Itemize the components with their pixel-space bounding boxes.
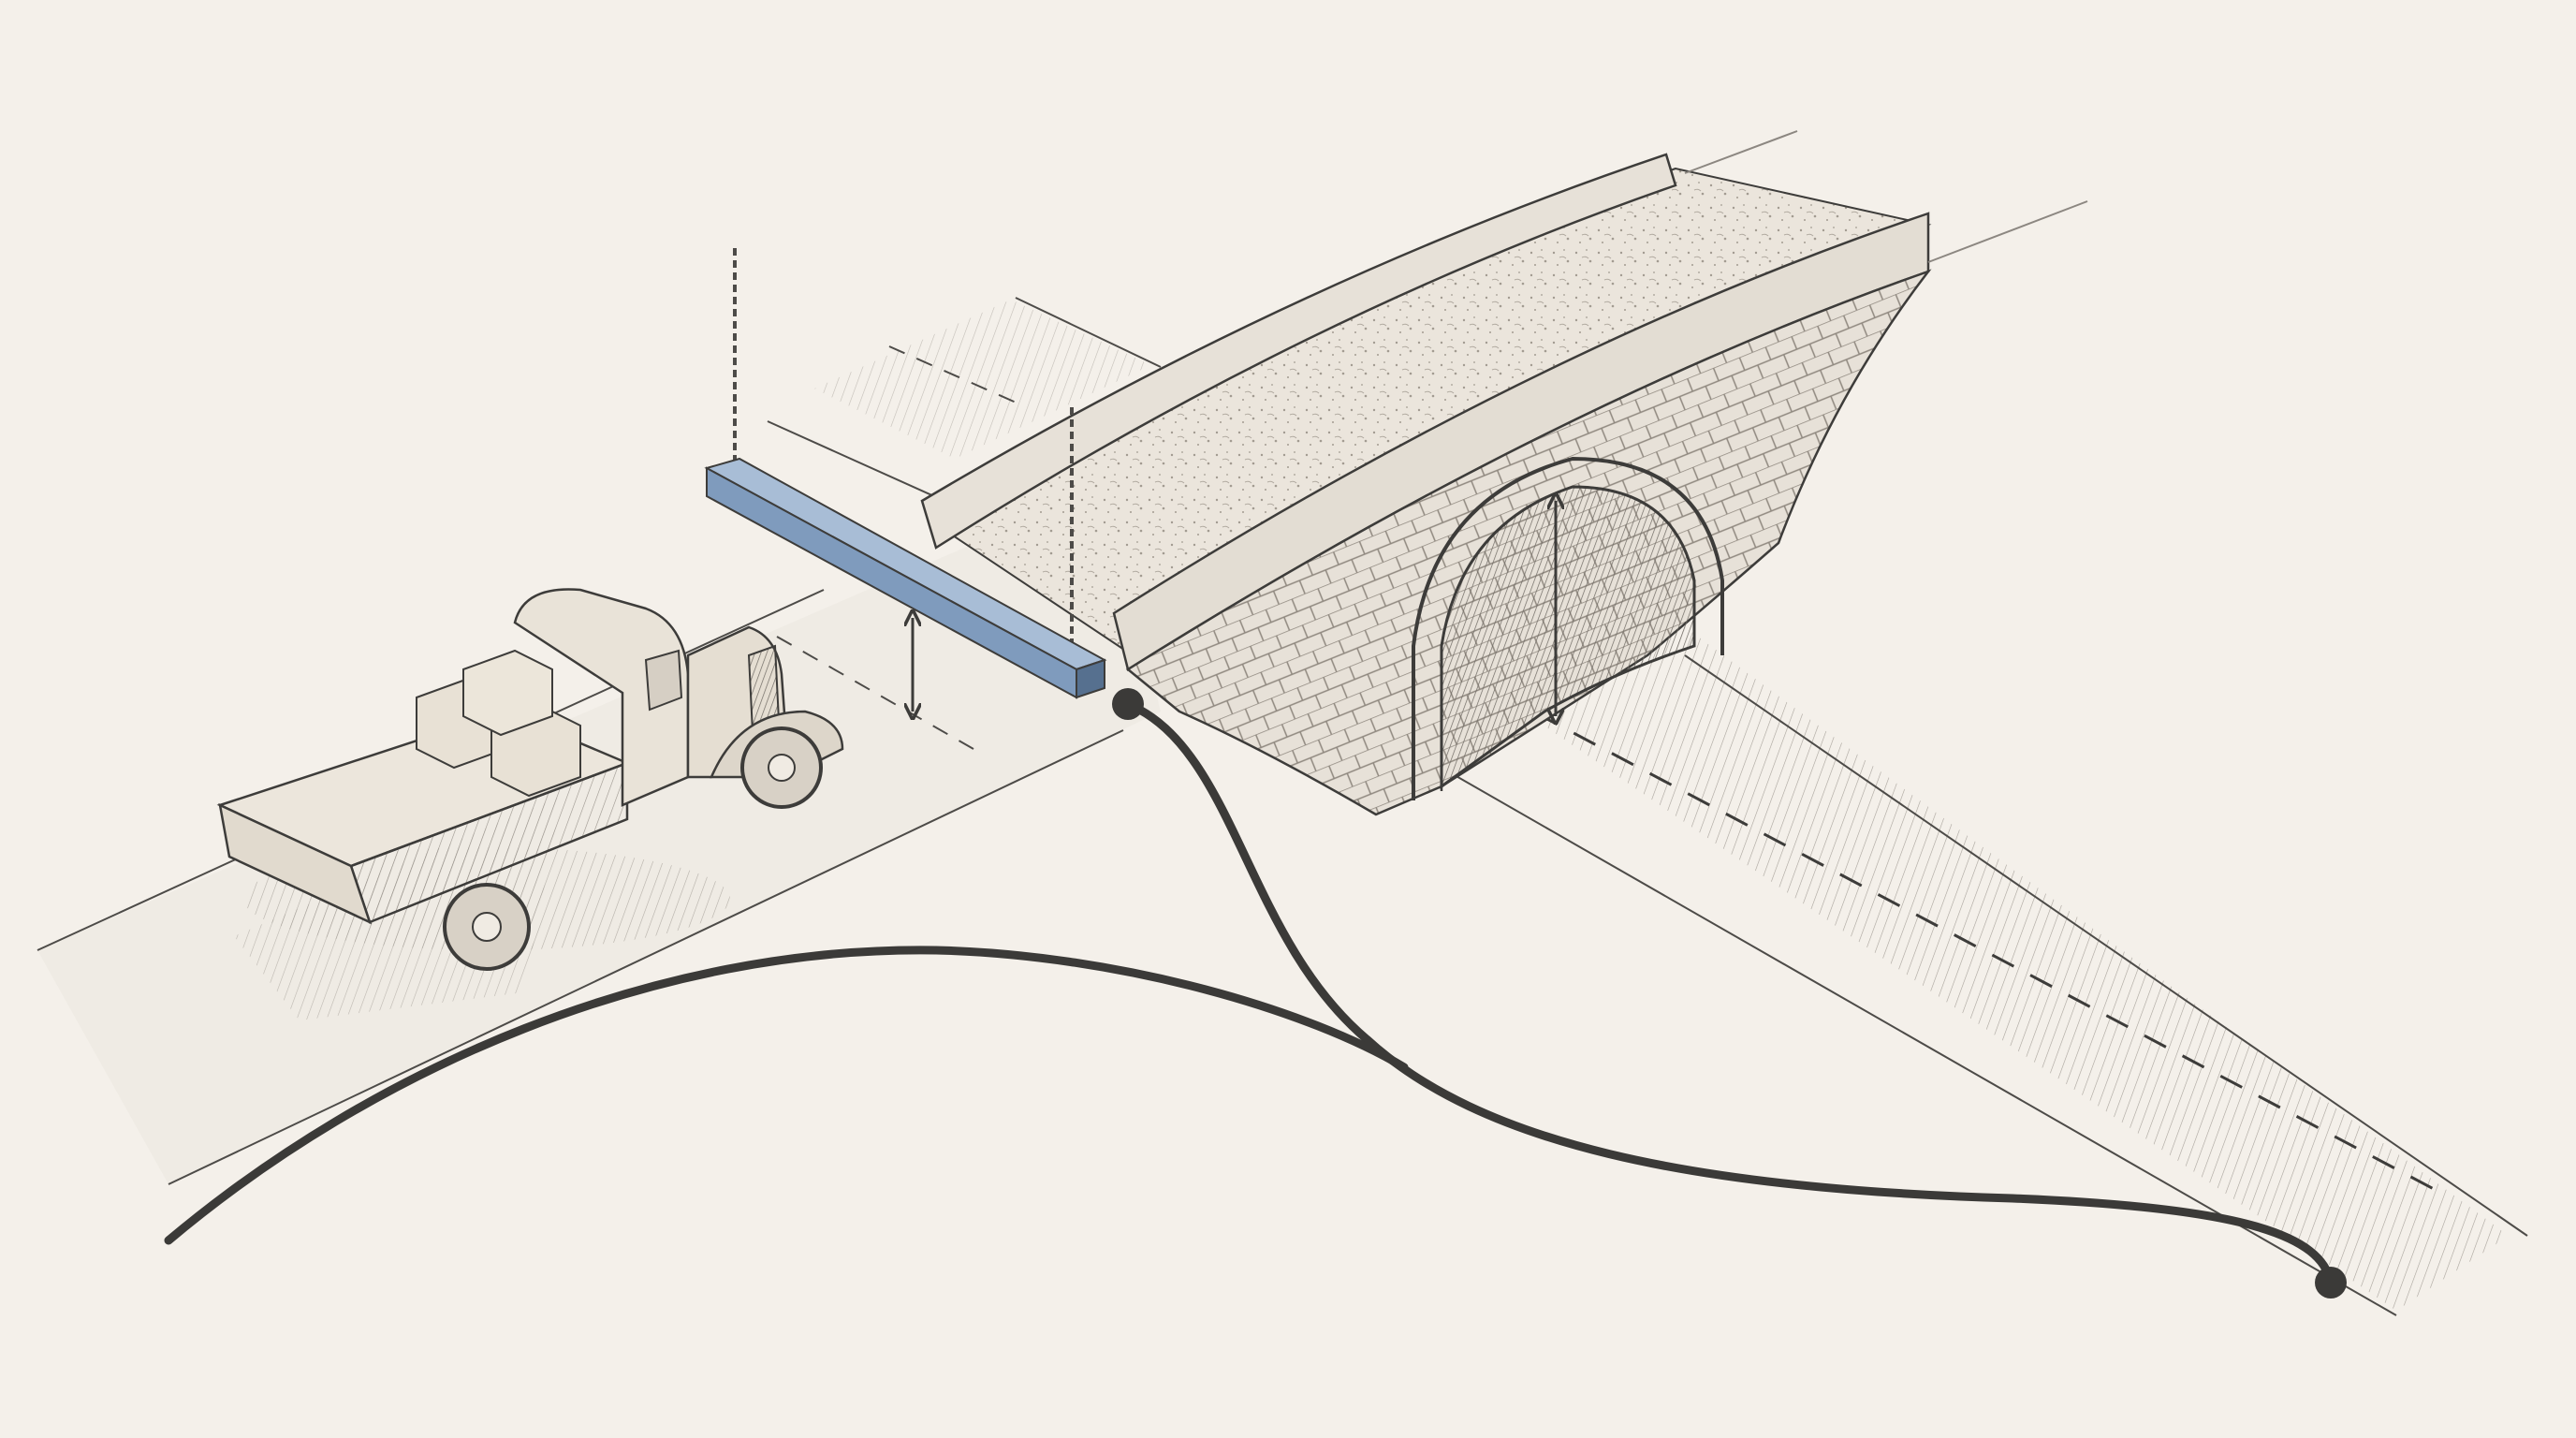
bridge-back-parapet xyxy=(920,153,1677,550)
upper-road-surface xyxy=(814,300,1151,459)
route-curve-main xyxy=(164,946,1409,1245)
underpass-road-edge-far xyxy=(1684,654,2528,1237)
crate-3 xyxy=(462,649,553,737)
upper-road-edge-b xyxy=(767,420,956,506)
truck-cab-window xyxy=(644,649,683,712)
horizon-line-right xyxy=(1927,200,2088,263)
left-road-edge-near xyxy=(168,729,1124,1185)
left-road-surface xyxy=(37,487,1161,1184)
route-start-dot-icon xyxy=(1112,688,1144,720)
height-limit-bar xyxy=(704,248,1107,699)
horizon-line-top xyxy=(1684,130,1798,174)
underpass-road-center-dashes xyxy=(1497,691,2435,1191)
upper-road-edge-a xyxy=(1015,297,1162,368)
underpass-road xyxy=(1441,599,2528,1316)
truck-front-hub xyxy=(768,754,796,782)
route-curve-branch xyxy=(1123,699,2335,1287)
upper-road xyxy=(767,297,1162,506)
route-lines xyxy=(164,688,2347,1299)
beam-end-face xyxy=(1076,658,1105,699)
bridge-arch-ring-inner xyxy=(1440,485,1696,791)
bridge-arch-ring xyxy=(1412,456,1724,800)
truck-rear-hub xyxy=(472,912,502,942)
left-road-center-dashes xyxy=(776,636,974,750)
route-end-dot-icon xyxy=(2315,1267,2347,1299)
vintage-truck xyxy=(216,588,844,971)
left-road xyxy=(37,487,1161,1185)
truck-bed-end xyxy=(218,802,373,925)
underpass-road-surface xyxy=(1442,599,2509,1311)
stone-bridge xyxy=(920,153,1932,816)
upper-road-center-dashes xyxy=(888,345,1021,405)
